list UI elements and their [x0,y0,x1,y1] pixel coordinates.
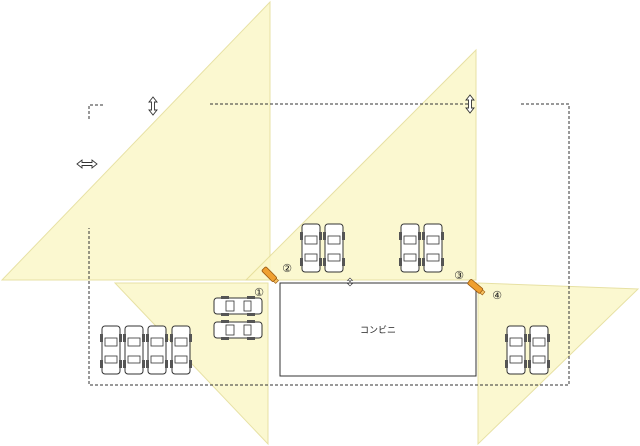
up-down-arrow-icon [346,277,354,287]
left-right-arrow-icon [76,159,98,169]
store-label: コンビニ [360,325,396,336]
car-top-view-icon [399,223,421,273]
car-top-view-icon [505,325,527,375]
car-top-view-icon [528,325,550,375]
car-top-view-icon [123,325,145,375]
car-top-view-icon [323,223,345,273]
camera-marker-3: ③ [454,269,464,282]
view-cone-camera-4 [477,282,640,446]
security-cameras [261,266,486,296]
car-top-view-icon [213,296,263,316]
camera-marker-2: ② [282,262,292,275]
up-down-arrow-icon [148,96,158,116]
store-building: コンビニ [279,282,477,377]
traffic-arrows [76,94,475,287]
camera-markers: ① ② ③ ④ [254,262,502,302]
car-top-view-icon [422,223,444,273]
car-top-view-icon [170,325,192,375]
security-camera-icon [467,279,486,296]
car-top-view-icon [213,320,263,340]
car-top-view-icon [146,325,168,375]
up-down-arrow-icon [465,94,475,114]
camera-marker-4: ④ [492,289,502,302]
view-cone-camera-3 [244,48,477,281]
security-camera-icon [261,266,279,284]
parked-cars [100,223,550,375]
camera-marker-1: ① [254,286,264,299]
view-cone-camera-1 [0,0,271,281]
lot-boundary [88,103,570,386]
car-top-view-icon [300,223,322,273]
car-top-view-icon [100,325,122,375]
